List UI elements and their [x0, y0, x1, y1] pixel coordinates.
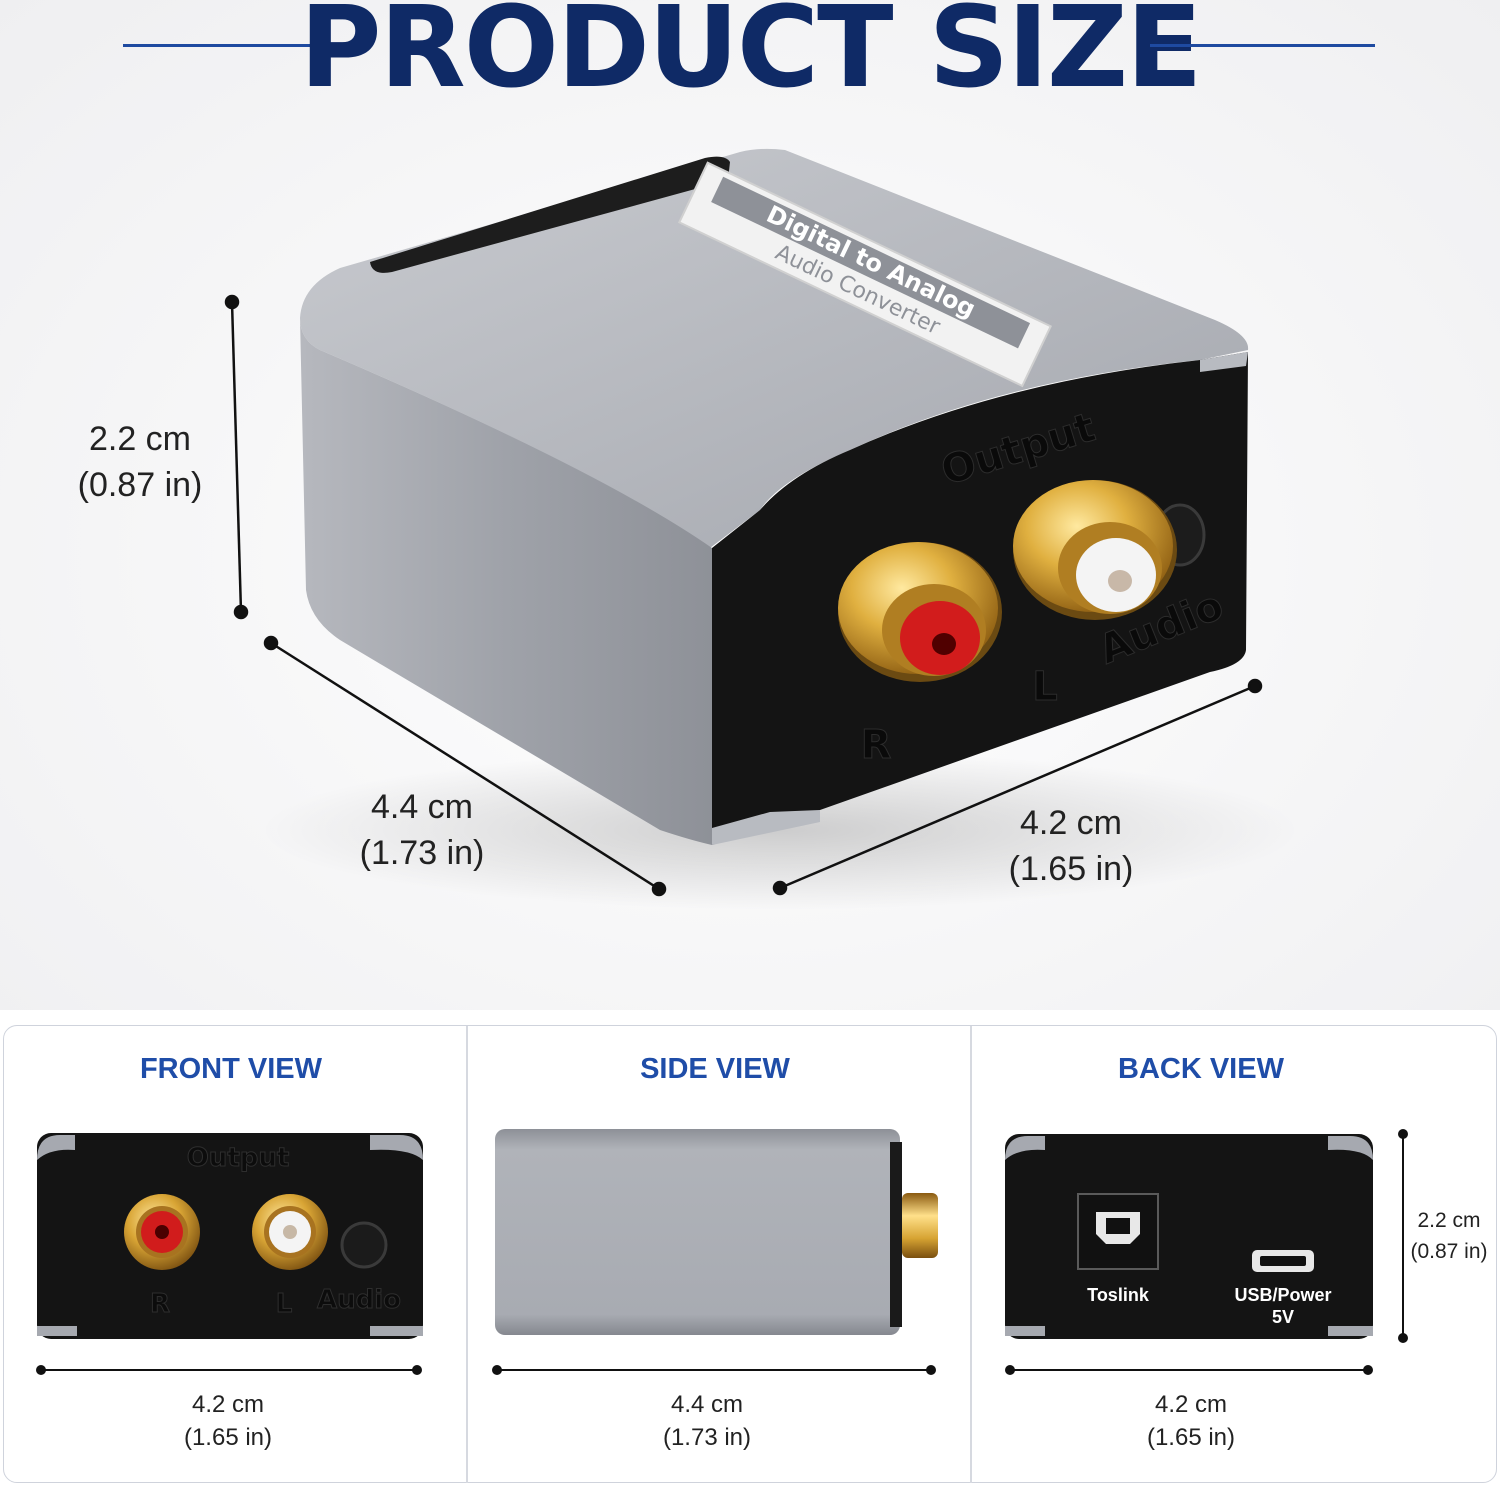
- views-divider-1: [466, 1026, 468, 1483]
- back-usb-label-line1: USB/Power: [1234, 1285, 1331, 1305]
- front-view-dimension: 4.2 cm (1.65 in): [128, 1388, 328, 1454]
- hero-width-in: (1.65 in): [1008, 850, 1134, 888]
- hero-device-illustration: Digital to Analog Audio Converter Output…: [224, 148, 1300, 910]
- usb-power-port: [1252, 1250, 1314, 1272]
- back-view-illustration: Toslink USB/Power 5V: [1005, 1134, 1373, 1375]
- toslink-port: [1077, 1193, 1159, 1270]
- side-length-in: (1.73 in): [662, 1424, 752, 1451]
- hero-depth-cm: 4.4 cm: [370, 788, 474, 826]
- hero-height-dimension: 2.2 cm (0.87 in): [40, 416, 240, 508]
- front-rca-jack-l: [252, 1194, 328, 1270]
- front-output-label: Output: [187, 1143, 290, 1173]
- title-rule-right: [1150, 44, 1375, 47]
- front-view-illustration: Output R L Audio: [36, 1133, 423, 1375]
- title-rule-left: [123, 44, 348, 47]
- side-length-cm: 4.4 cm: [670, 1391, 744, 1418]
- device-l-label: L: [1032, 664, 1058, 710]
- device-top-face: [300, 148, 1249, 548]
- front-view-title: FRONT VIEW: [139, 1053, 323, 1085]
- back-height-in: (0.87 in): [1410, 1240, 1488, 1263]
- hero-height-cm: 2.2 cm: [88, 420, 192, 458]
- back-view-height-dimension: 2.2 cm (0.87 in): [1403, 1205, 1495, 1267]
- side-view-illustration: [492, 1129, 938, 1375]
- page-title: PRODUCT SIZE: [299, 0, 1202, 113]
- device-rca-jack-r: [838, 542, 1002, 682]
- back-height-cm: 2.2 cm: [1417, 1209, 1481, 1232]
- hero-width-cm: 4.2 cm: [1019, 804, 1123, 842]
- side-rca-jack: [902, 1193, 938, 1258]
- front-width-cm: 4.2 cm: [191, 1391, 265, 1418]
- hero-dimension-lines: [224, 294, 1263, 897]
- back-toslink-label: Toslink: [1087, 1285, 1150, 1305]
- front-audio-jack: [340, 1221, 388, 1269]
- device-r-label: R: [861, 722, 892, 768]
- hero-depth-in: (1.73 in): [359, 834, 485, 872]
- back-view-width-dimension: 4.2 cm (1.65 in): [1091, 1388, 1291, 1454]
- device-left-face: [300, 318, 712, 845]
- front-rca-jack-r: [124, 1194, 200, 1270]
- front-audio-label: Audio: [317, 1285, 401, 1315]
- back-width-in: (1.65 in): [1146, 1424, 1236, 1451]
- hero-height-in: (0.87 in): [77, 466, 203, 504]
- device-rca-jack-l: [1013, 480, 1177, 620]
- back-view-title: BACK VIEW: [1118, 1053, 1284, 1085]
- side-view-title: SIDE VIEW: [640, 1053, 790, 1085]
- front-l-label: L: [276, 1289, 293, 1319]
- device-top-label: Digital to Analog Audio Converter: [677, 161, 1053, 388]
- front-r-label: R: [150, 1289, 170, 1319]
- back-height-dimension-line: [1398, 1129, 1408, 1343]
- views-divider-2: [970, 1026, 972, 1483]
- device-top-strip: [370, 156, 730, 273]
- back-width-cm: 4.2 cm: [1154, 1391, 1228, 1418]
- hero-depth-dimension: 4.4 cm (1.73 in): [322, 784, 522, 876]
- front-width-in: (1.65 in): [183, 1424, 273, 1451]
- side-housing: [495, 1129, 900, 1335]
- hero-width-dimension: 4.2 cm (1.65 in): [971, 800, 1171, 892]
- back-usb-label-line2: 5V: [1272, 1307, 1294, 1327]
- side-view-dimension: 4.4 cm (1.73 in): [607, 1388, 807, 1454]
